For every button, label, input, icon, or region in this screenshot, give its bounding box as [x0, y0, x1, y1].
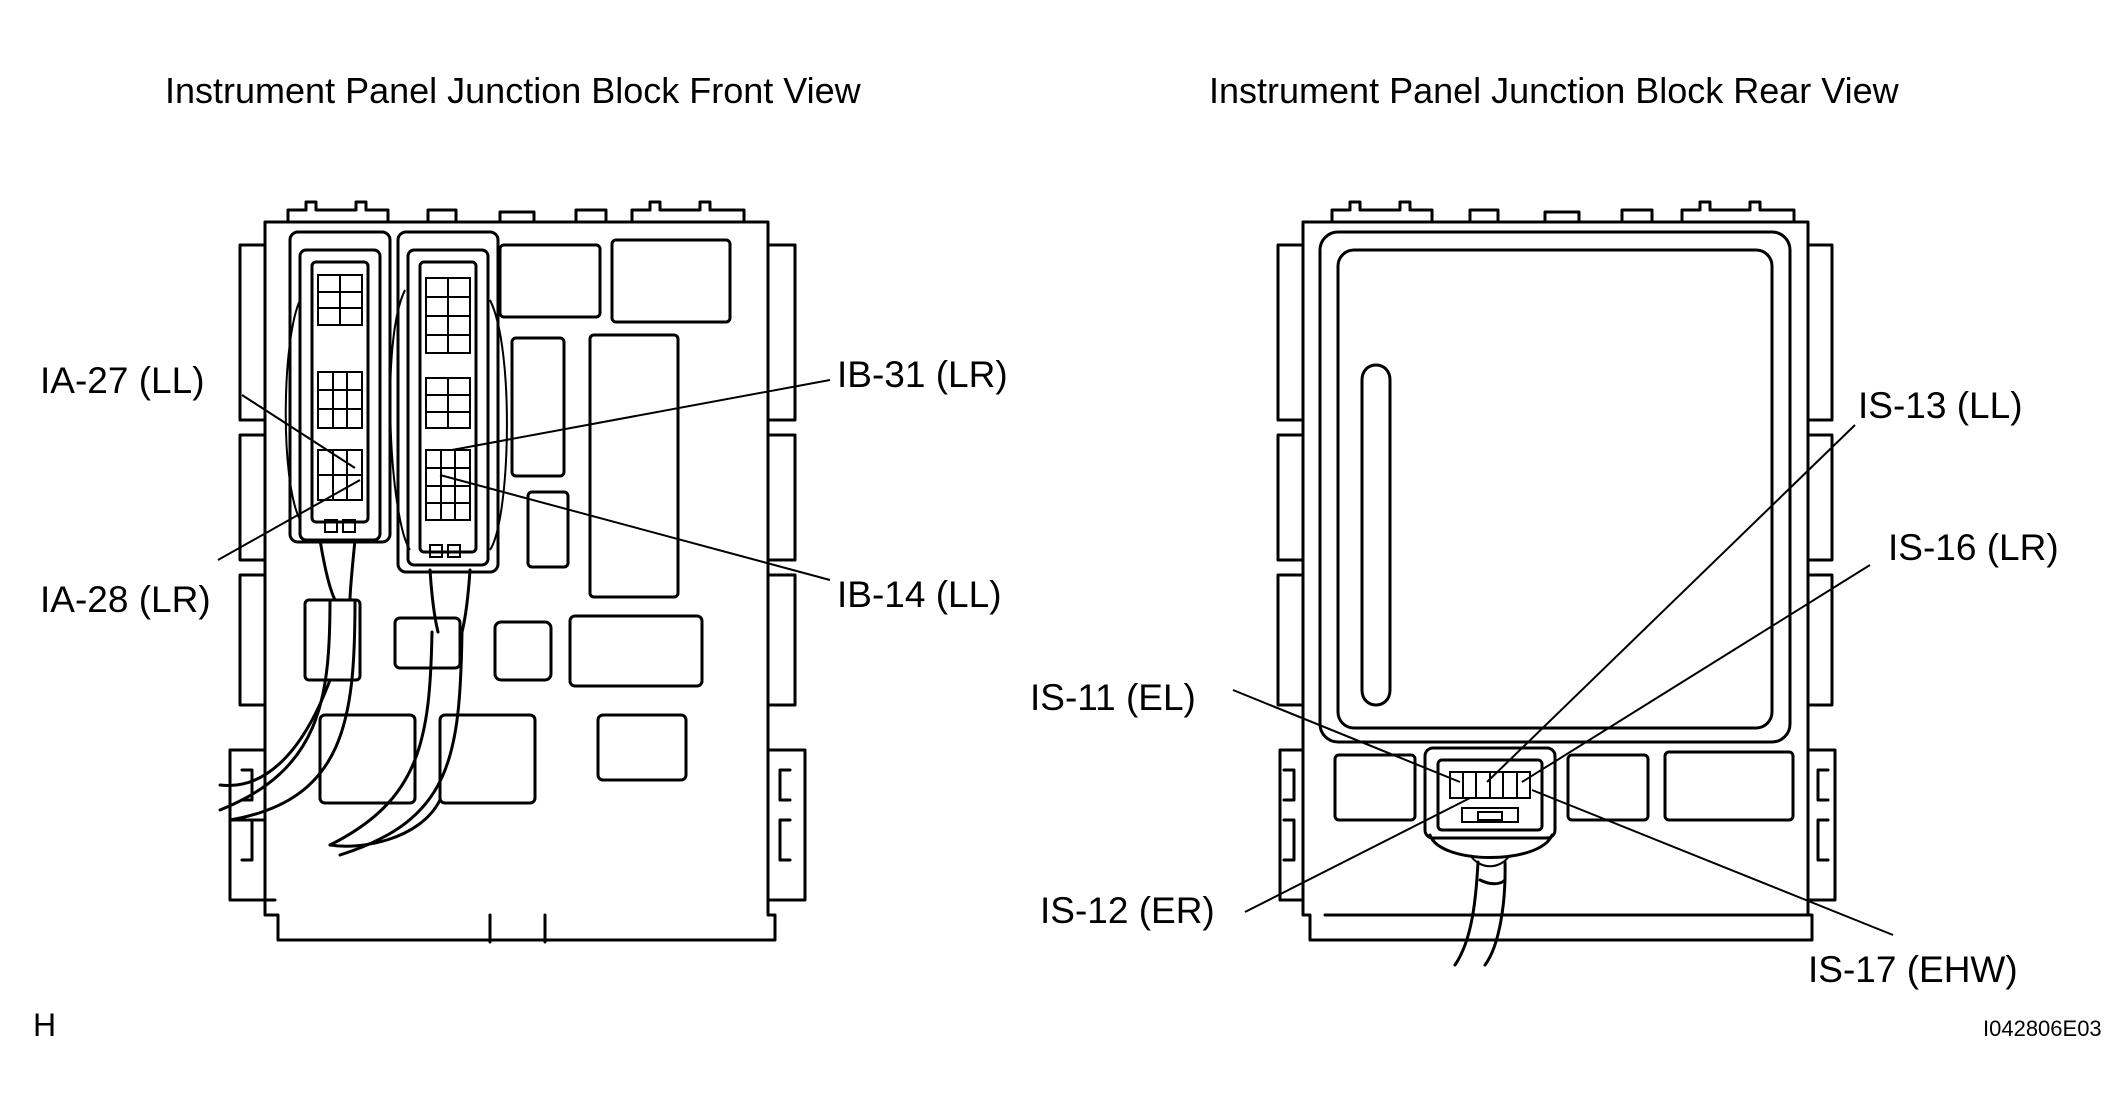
rear-junction-block — [1276, 200, 1837, 967]
label-ib31: IB-31 (LR) — [837, 354, 1008, 395]
rear-left-lugs — [1276, 243, 1305, 902]
front-connector-ia — [284, 230, 392, 544]
rear-body-outline — [1301, 220, 1814, 942]
front-wire-harness — [218, 538, 472, 857]
label-ib14: IB-14 (LL) — [837, 574, 1002, 615]
label-ia27: IA-27 (LL) — [40, 360, 205, 401]
view-marker: H — [33, 1007, 56, 1043]
rear-view-title: Instrument Panel Junction Block Rear Vie… — [1209, 70, 1900, 111]
rear-right-lugs — [1806, 243, 1837, 902]
label-ia28: IA-28 (LR) — [40, 579, 211, 620]
rear-top-tabs — [1330, 200, 1796, 224]
front-right-lugs — [766, 243, 807, 902]
label-is16: IS-16 (LR) — [1888, 527, 2059, 568]
rear-wire-harness — [1453, 860, 1507, 967]
rear-leader-lines — [1232, 424, 1894, 936]
front-top-tabs — [286, 200, 746, 224]
front-junction-block — [218, 200, 807, 944]
front-leader-lines — [217, 379, 831, 581]
front-connector-ib — [389, 230, 508, 574]
front-view-title: Instrument Panel Junction Block Front Vi… — [165, 70, 862, 111]
rear-connector-is — [1423, 746, 1557, 868]
front-body-outline — [263, 220, 777, 942]
label-is17: IS-17 (EHW) — [1808, 949, 2018, 990]
label-is13: IS-13 (LL) — [1858, 385, 2023, 426]
label-is12: IS-12 (ER) — [1040, 890, 1215, 931]
figure-code: I042806E03 — [1983, 1016, 2102, 1041]
label-is11: IS-11 (EL) — [1030, 677, 1196, 718]
